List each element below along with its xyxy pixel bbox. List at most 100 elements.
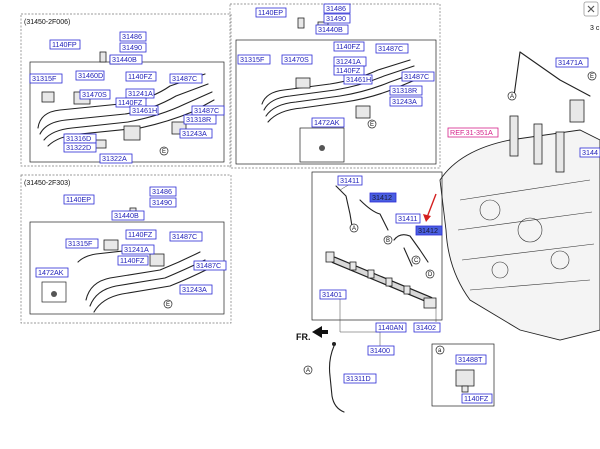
part-label[interactable]: 31402 <box>413 322 441 333</box>
close-button[interactable] <box>583 1 599 17</box>
svg-text:1140FZ: 1140FZ <box>128 72 153 81</box>
part-label[interactable]: 1140FZ <box>125 71 157 82</box>
part-label[interactable]: 31243A <box>179 128 213 139</box>
fuel-pipe <box>43 91 213 141</box>
ref-label[interactable]: REF.31-351A <box>447 127 499 138</box>
arrow-head-icon <box>423 214 431 222</box>
svg-text:31322D: 31322D <box>66 143 91 152</box>
part-label[interactable]: 31243A <box>389 96 423 107</box>
ref-circle-label: E <box>162 149 166 155</box>
sensor <box>569 99 585 123</box>
part-label[interactable]: 31487C <box>169 231 203 242</box>
main-assembly: A B C D 31411 31412 31411 31412 31401 11… <box>311 171 443 356</box>
part-label[interactable]: 1472AK <box>35 267 69 278</box>
box-left-bottom-frame <box>20 174 232 324</box>
svg-text:31486: 31486 <box>122 32 142 41</box>
part-label[interactable]: 31315F <box>237 54 271 65</box>
fuel-pipe <box>85 251 201 301</box>
rail-port <box>385 277 393 287</box>
part-label[interactable]: 31490 <box>149 197 177 208</box>
svg-text:31471A: 31471A <box>558 58 583 67</box>
part-label[interactable]: 31411 <box>337 175 363 186</box>
part-label[interactable]: 31315F <box>29 73 63 84</box>
svg-text:1140FZ: 1140FZ <box>118 98 143 107</box>
engine-detail <box>457 179 595 291</box>
fuel-pipe <box>39 83 209 135</box>
corner-text: 3 c <box>590 25 600 32</box>
part-label[interactable]: 31318R <box>389 85 423 96</box>
part-label[interactable]: 31440B <box>111 210 145 221</box>
svg-text:31411: 31411 <box>340 176 359 185</box>
part-label[interactable]: 31322D <box>63 142 97 153</box>
part-label[interactable]: 31490 <box>323 13 351 24</box>
part-label[interactable]: 31315F <box>65 238 99 249</box>
part-label[interactable]: 3144 <box>579 147 600 158</box>
svg-text:31401: 31401 <box>322 290 342 299</box>
svg-text:31470S: 31470S <box>82 90 107 99</box>
part-label[interactable]: 1140FZ <box>461 393 493 404</box>
fr-label: FR. <box>296 332 311 342</box>
part-label[interactable]: 31486 <box>149 186 177 197</box>
svg-text:1140AN: 1140AN <box>378 323 403 332</box>
part-label[interactable]: 1140FZ <box>333 65 365 76</box>
part-label[interactable]: 31460D <box>75 70 105 81</box>
part-label[interactable]: 31487C <box>169 73 203 84</box>
box-top-center: E 1140EP 31486 31490 31440B 31315F 31470… <box>229 3 441 169</box>
part-label[interactable]: 31241A <box>125 88 155 99</box>
ref-circle-label: a <box>438 348 442 354</box>
part-label[interactable]: 31470S <box>281 54 313 65</box>
part-label[interactable]: 31311D <box>343 373 377 384</box>
grommet <box>319 145 325 151</box>
part-label[interactable]: 31400 <box>367 345 395 356</box>
fuel-pipe <box>89 259 206 307</box>
part-label[interactable]: 1140EP <box>255 7 287 18</box>
part-label[interactable]: 1140FZ <box>117 255 149 266</box>
svg-text:31315F: 31315F <box>32 74 57 83</box>
part-label-highlighted[interactable]: 31412 <box>415 225 443 236</box>
part-label[interactable]: 1140FZ <box>333 41 365 52</box>
part-label[interactable]: 1140EP <box>63 194 95 205</box>
part-label[interactable]: 31471A <box>555 57 589 68</box>
part-label[interactable]: 31487C <box>375 43 409 54</box>
leader-line <box>339 296 381 346</box>
part-label[interactable]: 31322A <box>99 153 133 164</box>
part-label[interactable]: 31440B <box>109 54 143 65</box>
part-label[interactable]: 31241A <box>333 56 367 67</box>
svg-text:31487C: 31487C <box>378 44 403 53</box>
part-label[interactable]: 1140FP <box>49 39 81 50</box>
fuel-pipe <box>261 59 411 105</box>
detail-box <box>299 127 345 163</box>
bolt <box>99 51 107 63</box>
return-line <box>328 345 345 413</box>
part-label[interactable]: 31487C <box>401 71 435 82</box>
part-label[interactable]: 31487C <box>193 260 227 271</box>
part-label[interactable]: 31411 <box>395 213 421 224</box>
engine-port <box>491 261 509 279</box>
part-label[interactable]: 31401 <box>319 289 347 300</box>
part-label[interactable]: 31470S <box>79 89 111 100</box>
part-label[interactable]: 31243A <box>179 284 213 295</box>
fuel-pipe <box>263 65 415 111</box>
part-label[interactable]: 1140AN <box>375 322 407 333</box>
part-label[interactable]: 31241A <box>121 244 155 255</box>
part-label[interactable]: 31487C <box>191 105 225 116</box>
part-label[interactable]: 31316D <box>63 133 97 144</box>
return-line-group: A 31311D <box>303 342 377 413</box>
part-label[interactable]: 1472AK <box>311 117 345 128</box>
part-label[interactable]: 31490 <box>119 42 147 53</box>
part-label[interactable]: 31461H <box>343 74 373 85</box>
part-label[interactable]: 31318R <box>183 114 217 125</box>
part-label[interactable]: 31486 <box>323 3 351 14</box>
engine-port <box>479 199 501 221</box>
part-label[interactable]: 1140FZ <box>125 229 157 240</box>
part-label[interactable]: 31486 <box>119 31 147 42</box>
part-label[interactable]: 31488T <box>455 354 487 365</box>
fuel-pipe <box>93 267 211 313</box>
part-label[interactable]: 31461H <box>129 105 159 116</box>
clamp <box>41 91 55 103</box>
ref-circle-label: A <box>510 94 514 100</box>
svg-text:1140FZ: 1140FZ <box>336 42 361 51</box>
svg-text:31460D: 31460D <box>78 71 103 80</box>
part-label-highlighted[interactable]: 31412 <box>369 192 397 203</box>
part-label[interactable]: 31440B <box>315 24 349 35</box>
